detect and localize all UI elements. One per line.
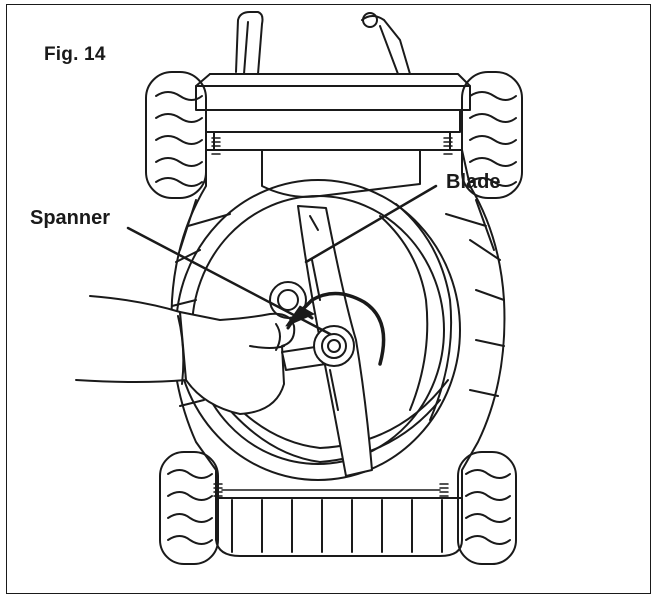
springs <box>211 137 453 497</box>
figure-label: Fig. 14 <box>44 44 106 65</box>
rear-flap <box>195 73 471 151</box>
front-wheel-left <box>159 451 219 565</box>
spanner-and-nut <box>269 281 355 371</box>
rear-wheel-left <box>145 71 207 199</box>
blade-callout: Blade <box>446 171 501 193</box>
front-wheel-right <box>457 451 517 565</box>
mower-deck <box>170 149 506 557</box>
hand <box>75 295 296 415</box>
curved-arrow-icon <box>285 291 386 366</box>
leader-lines <box>126 184 438 336</box>
rear-wheel-right <box>461 71 523 199</box>
spanner-callout: Spanner <box>30 207 111 229</box>
handle <box>235 11 411 75</box>
